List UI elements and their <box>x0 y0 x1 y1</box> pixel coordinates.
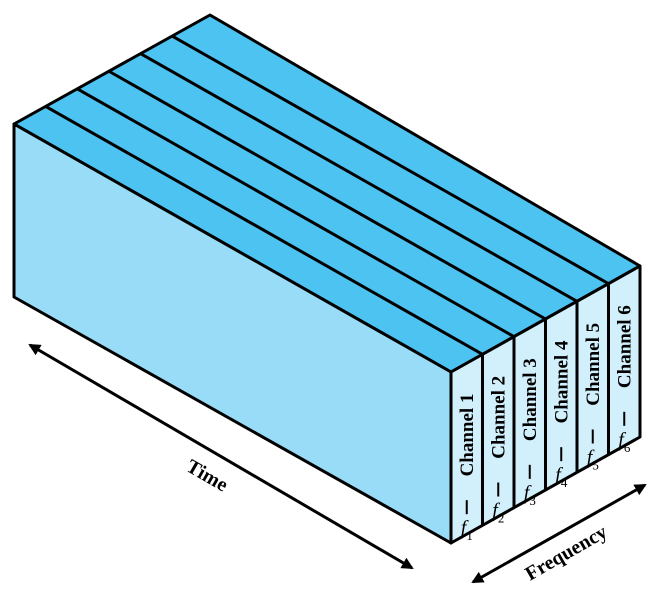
top-divider-line <box>107 69 547 321</box>
channel-dividers <box>44 34 610 526</box>
frequency-subscript: 2 <box>498 511 505 526</box>
channel-label: Channel 4 <box>551 340 572 423</box>
frequency-subscript: 4 <box>561 475 568 490</box>
time-axis-label: Time <box>183 455 232 496</box>
frequency-subscript: 3 <box>529 493 536 508</box>
frequency-axis-arrow <box>471 483 647 584</box>
channel-label: Channel 5 <box>583 323 604 406</box>
channel-label: Channel 3 <box>520 358 541 441</box>
channel-label: Channel 1 <box>457 394 478 477</box>
channel-label: Channel 6 <box>614 305 635 388</box>
top-divider-line <box>76 87 515 338</box>
top-divider-line <box>44 105 484 356</box>
channel-label: Channel 2 <box>488 376 509 459</box>
top-divider-line <box>170 34 610 285</box>
frequency-subscript: 1 <box>466 528 473 543</box>
frequency-subscript: 6 <box>624 440 631 455</box>
time-axis-arrow <box>28 343 414 570</box>
frequency-subscript: 5 <box>592 458 599 473</box>
top-divider-line <box>139 52 578 303</box>
